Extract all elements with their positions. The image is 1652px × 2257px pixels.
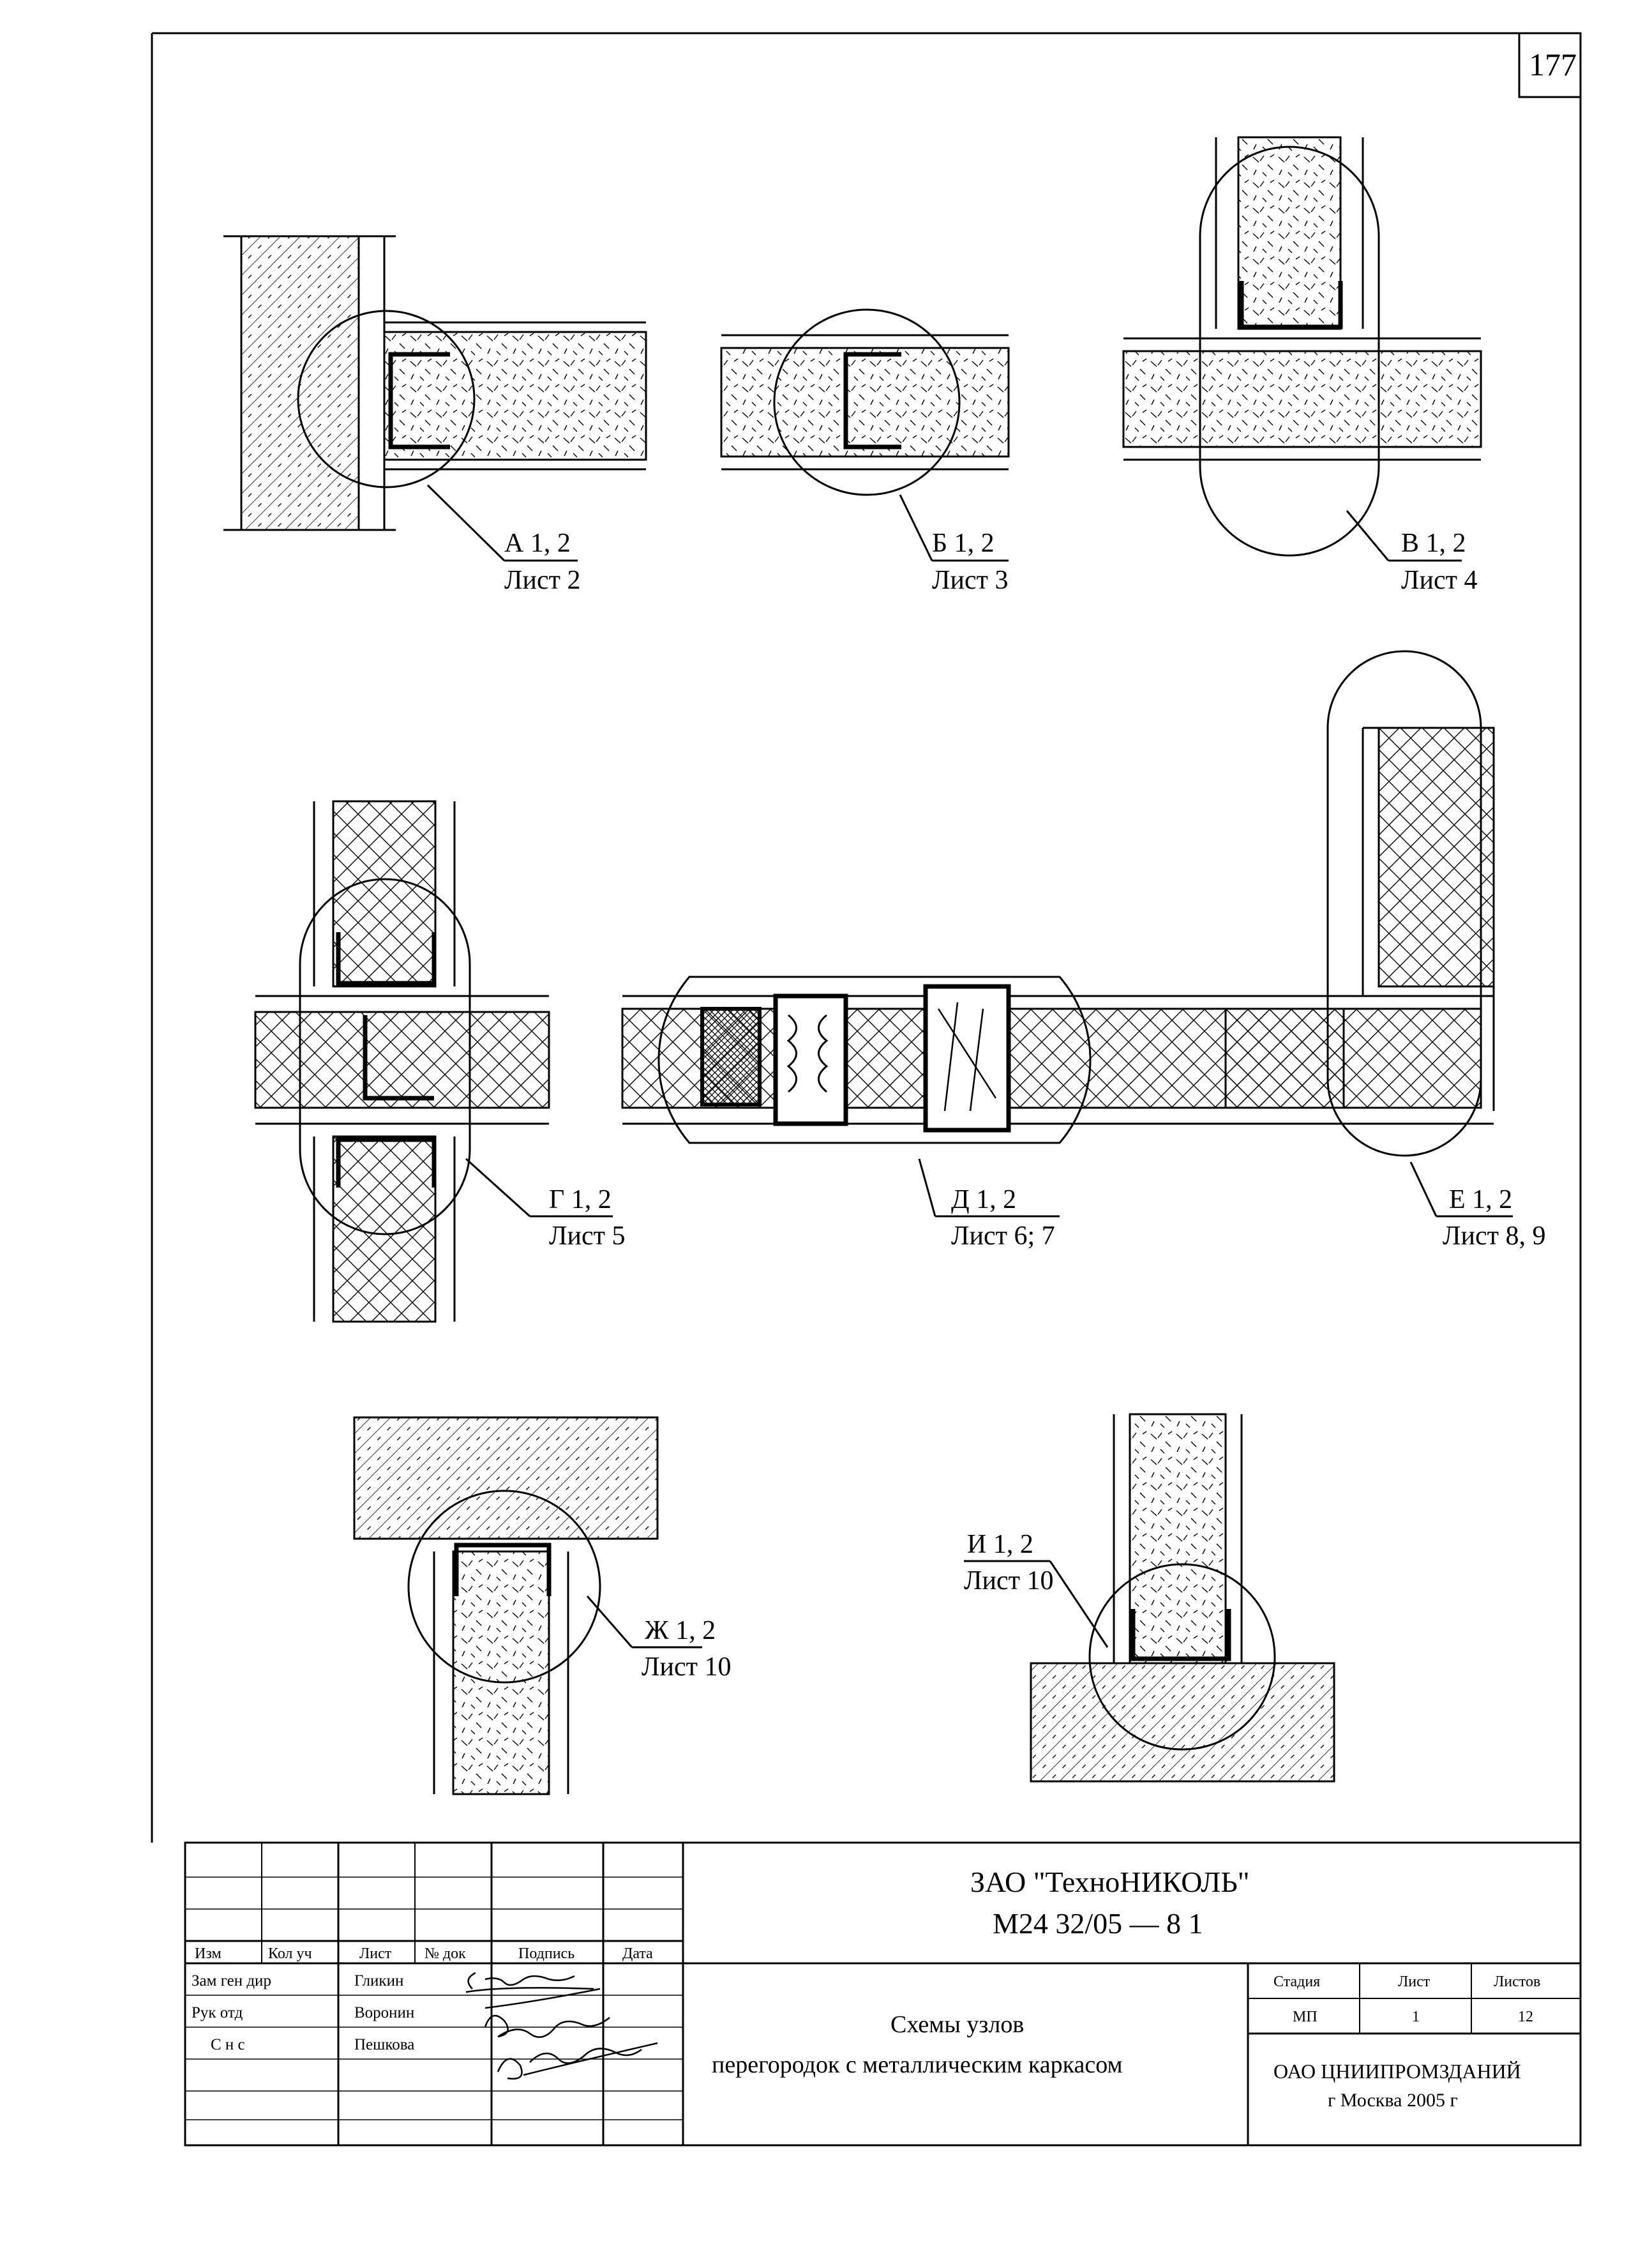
tb-stage-header: Стадия <box>1273 1974 1321 1990</box>
node-e-drawing <box>1224 650 1513 1218</box>
tb-company: ЗАО "ТехноНИКОЛЬ" <box>970 1866 1250 1898</box>
signature-3 <box>497 2042 658 2080</box>
node-g-drawing <box>254 800 613 1323</box>
callout-zh-code: Ж 1, 2 <box>645 1616 716 1645</box>
tb-title-line1: Схемы узлов <box>890 2011 1025 2038</box>
tb-sheets: 12 <box>1518 2009 1533 2025</box>
tb-header-kol-uch: Кол уч <box>268 1945 312 1962</box>
callout-b-sheet: Лист 3 <box>932 566 1009 595</box>
callout-b-code: Б 1, 2 <box>932 529 995 558</box>
tb-row-name: Гликин <box>354 1972 404 1989</box>
callout-v-code: В 1, 2 <box>1401 529 1466 558</box>
node-b-drawing <box>720 308 1010 562</box>
signature-2 <box>484 1988 610 2038</box>
callout-d-code: Д 1, 2 <box>951 1185 1017 1214</box>
tb-row-role: Зам ген дир <box>191 1972 271 1989</box>
callout-i-sheet: Лист 10 <box>964 1566 1054 1596</box>
tb-header-list: Лист <box>359 1945 392 1962</box>
title-block-grid <box>184 1841 1582 2147</box>
tb-row-name: Воронин <box>354 2004 415 2021</box>
tb-title-line2: перегородок с металлическим каркасом <box>712 2051 1123 2078</box>
tb-row-name: Пешкова <box>354 2036 415 2053</box>
tb-header-izm: Изм <box>195 1945 222 1962</box>
page-number: 177 <box>1529 47 1577 82</box>
callout-a-code: А 1, 2 <box>504 529 571 558</box>
callout-e-code: Е 1, 2 <box>1449 1185 1513 1214</box>
tb-sheets-header: Листов <box>1494 1974 1541 1990</box>
signature-1 <box>465 1972 594 1993</box>
callout-g-code: Г 1, 2 <box>549 1185 612 1214</box>
node-zh-drawing <box>353 1416 702 1795</box>
node-a-drawing <box>223 235 647 562</box>
node-d-drawing <box>621 976 1345 1218</box>
tb-header-podpis: Подпись <box>518 1945 575 1962</box>
callout-a-sheet: Лист 2 <box>504 566 581 595</box>
callout-zh-sheet: Лист 10 <box>642 1652 732 1682</box>
tb-row-role: С н с <box>211 2036 245 2053</box>
tb-header-nodok: № док <box>424 1945 466 1962</box>
callout-e-sheet: Лист 8, 9 <box>1443 1221 1546 1251</box>
tb-header-data: Дата <box>622 1945 653 1962</box>
tb-stage: МП <box>1293 2009 1318 2025</box>
node-i-drawing <box>964 1413 1335 1783</box>
tb-doc-code: М24 32/05 — 8 1 <box>993 1907 1203 1940</box>
node-v-drawing <box>1122 136 1482 562</box>
tb-sheet-header: Лист <box>1398 1974 1430 1990</box>
tb-org-line2: г Москва 2005 г <box>1328 2090 1458 2111</box>
callout-g-sheet: Лист 5 <box>549 1221 626 1251</box>
callout-d-sheet: Лист 6; 7 <box>951 1221 1055 1251</box>
callout-i-code: И 1, 2 <box>967 1530 1033 1559</box>
callout-v-sheet: Лист 4 <box>1401 566 1478 595</box>
sheet-frame <box>151 32 1582 2145</box>
tb-org-line1: ОАО ЦНИИПРОМЗДАНИЙ <box>1273 2060 1521 2083</box>
tb-row-role: Рук отд <box>191 2004 243 2021</box>
tb-sheet: 1 <box>1412 2009 1420 2025</box>
